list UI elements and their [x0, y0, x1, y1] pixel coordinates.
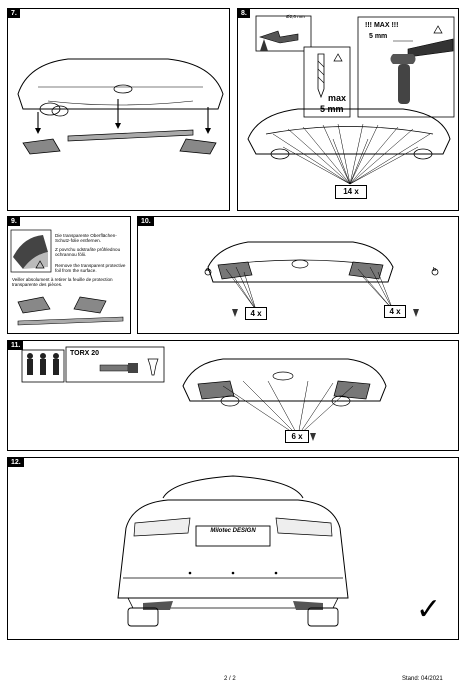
note-fr: Veiller absolument à retirer la feuille … [12, 277, 113, 288]
mark-a: a [206, 267, 209, 273]
step-number: 9. [8, 217, 20, 226]
step-11-panel: 11. TORX 20 6 x [7, 340, 459, 451]
check-mark-icon: ✓ [416, 593, 442, 626]
note-en: Remove the transparent protective foil f… [55, 263, 126, 274]
screw-count-right: 4 x [384, 305, 406, 318]
car-rear-illustration [117, 475, 349, 627]
step-12-panel: 12. Milotec DESIGN ✓ [7, 457, 459, 640]
step-number: 8. [238, 9, 250, 18]
revision-date: Stand: 04/2021 [402, 676, 443, 682]
drill-size-label: Ø2,6 mm [286, 14, 305, 19]
step-9-panel: 9. Die transparente Oberflächen-Schutz-f… [7, 216, 131, 334]
step-8-illustration [247, 15, 455, 185]
screw-count-left: 4 x [245, 307, 267, 320]
note-cz: Z povrchu odstraňte průhlednou ochrannou… [55, 247, 121, 258]
step-7-panel: 7. [7, 8, 230, 211]
note-de: Die transparente Oberflächen-Schutz-foli… [55, 233, 117, 244]
step-number: 7. [8, 9, 20, 18]
step-9-illustration [10, 229, 124, 326]
tool-label: TORX 20 [70, 350, 100, 357]
step-7-illustration [17, 58, 224, 155]
screw-count-box: 6 x [285, 430, 309, 443]
tape-length-label: 5 mm [369, 33, 388, 40]
step-10-panel: 10. a b 4 x 4 x [137, 216, 459, 334]
step-number: 11. [8, 341, 24, 350]
depth-label: 5 mm [320, 104, 344, 114]
license-plate-text: Milotec DESIGN [210, 528, 256, 534]
step-number: 12. [8, 458, 24, 467]
max-label: max [328, 93, 347, 103]
step-number: 10. [138, 217, 154, 226]
step-8-panel: 8. Ø2,6 mm max 5 mm !!! MAX !!! 5 mm 1 [237, 8, 459, 211]
mark-b: b [433, 267, 437, 273]
step-10-illustration [204, 241, 439, 317]
screw-count-box: 14 x [335, 185, 367, 199]
page-number: 2 / 2 [224, 676, 236, 682]
step-11-illustration [21, 346, 387, 441]
tape-max-label: !!! MAX !!! [365, 22, 399, 29]
